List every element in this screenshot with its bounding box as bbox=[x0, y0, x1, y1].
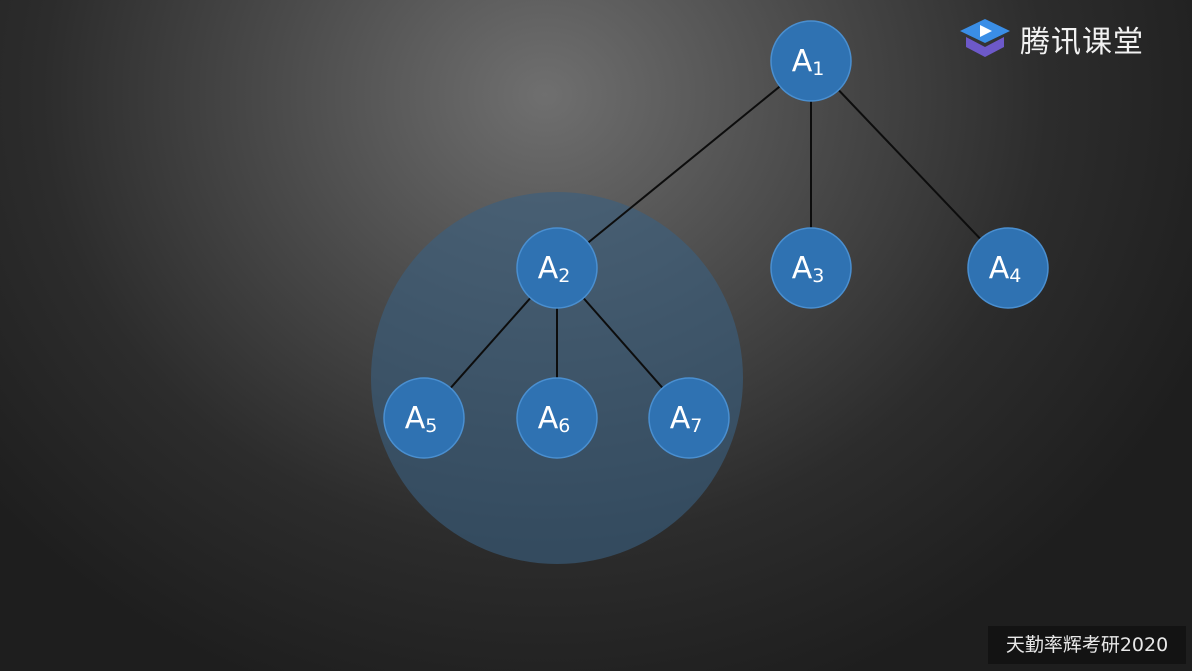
node-letter: A bbox=[792, 251, 813, 286]
node-label: A6 bbox=[538, 401, 571, 437]
node-circle bbox=[648, 377, 730, 459]
node-A5: A5 bbox=[383, 377, 465, 459]
node-A6: A6 bbox=[516, 377, 598, 459]
edge-A1-A2 bbox=[556, 60, 812, 269]
node-circle bbox=[383, 377, 465, 459]
brand-logo: 腾讯课堂 bbox=[958, 16, 1144, 62]
node-subscript: 3 bbox=[812, 265, 824, 287]
node-A1: A1 bbox=[770, 20, 852, 102]
node-letter: A bbox=[792, 44, 813, 79]
node-circle bbox=[967, 227, 1049, 309]
node-label: A7 bbox=[670, 401, 703, 437]
node-subscript: 4 bbox=[1009, 265, 1021, 287]
node-label: A3 bbox=[792, 251, 825, 287]
watermark-label: 天勤率辉考研2020 bbox=[988, 626, 1186, 664]
node-label: A5 bbox=[405, 401, 438, 437]
node-A2: A2 bbox=[516, 227, 598, 309]
node-letter: A bbox=[538, 251, 559, 286]
node-subscript: 2 bbox=[558, 265, 570, 287]
node-A3: A3 bbox=[770, 227, 852, 309]
node-subscript: 5 bbox=[425, 415, 437, 437]
edge-A1-A4 bbox=[810, 60, 1009, 269]
node-circle bbox=[516, 227, 598, 309]
node-label: A1 bbox=[792, 44, 825, 80]
node-circle bbox=[516, 377, 598, 459]
tencent-classroom-play-icon bbox=[960, 19, 1010, 57]
node-circle bbox=[770, 227, 852, 309]
node-circle bbox=[770, 20, 852, 102]
node-label: A4 bbox=[989, 251, 1022, 287]
node-subscript: 1 bbox=[812, 58, 824, 80]
node-letter: A bbox=[989, 251, 1010, 286]
node-subscript: 7 bbox=[690, 415, 702, 437]
node-letter: A bbox=[670, 401, 691, 436]
node-subscript: 6 bbox=[558, 415, 570, 437]
node-letter: A bbox=[538, 401, 559, 436]
node-letter: A bbox=[405, 401, 426, 436]
node-label: A2 bbox=[538, 251, 571, 287]
node-A7: A7 bbox=[648, 377, 730, 459]
node-A4: A4 bbox=[967, 227, 1049, 309]
brand-name: 腾讯课堂 bbox=[1020, 25, 1144, 60]
